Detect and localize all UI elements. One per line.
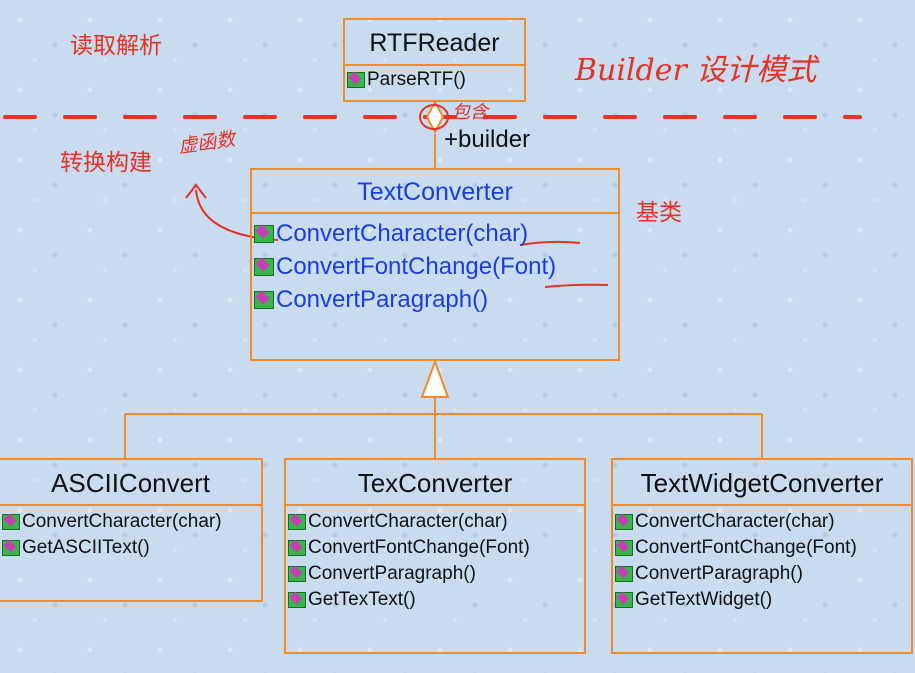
class-tex-converter: TexConverter ConvertCharacter(char) Conv… [284,458,586,654]
operation: GetASCIIText() [2,535,259,561]
operation: ConvertCharacter(char) [2,509,259,535]
operation: ConvertParagraph() [615,561,909,587]
annotation-base-class: 基类 [636,199,682,225]
association-label: +builder [444,126,531,153]
method-icon [288,514,306,530]
method-icon [254,257,274,276]
method-icon [615,566,633,582]
method-icon [288,592,306,608]
operation: ConvertFontChange(Font) [615,535,909,561]
class-name: RTFReader [345,20,524,66]
class-name: ASCIIConvert [0,460,261,506]
aggregation-diamond [425,99,445,135]
class-ascii-convert: ASCIIConvert ConvertCharacter(char) GetA… [0,458,263,602]
method-icon [288,540,306,556]
operation: ConvertCharacter(char) [615,509,909,535]
class-text-widget-converter: TextWidgetConverter ConvertCharacter(cha… [611,458,913,654]
method-icon [288,566,306,582]
annotation-convert-build: 转换构建 [60,149,152,175]
class-text-converter: TextConverter ConvertCharacter(char) Con… [250,168,620,361]
operation: GetTexText() [288,587,582,613]
operation: ConvertCharacter(char) [288,509,582,535]
class-rtf-reader: RTFReader ParseRTF() [343,18,526,102]
operation: ConvertFontChange(Font) [288,535,582,561]
method-icon [2,514,20,530]
annotation-read-parse: 读取解析 [70,32,162,58]
method-icon [615,592,633,608]
operation: ConvertParagraph() [288,561,582,587]
class-name: TexConverter [286,460,584,506]
operation: ConvertParagraph() [254,283,616,316]
operation: ParseRTF() [347,69,522,91]
method-icon [254,290,274,309]
method-icon [2,540,20,556]
class-name: TextConverter [252,170,618,214]
method-icon [615,514,633,530]
method-icon [254,224,274,243]
annotation-contains: 包含 [452,102,488,123]
underline-font [544,283,609,288]
curved-arrow-head [185,183,207,199]
circle-mark [419,104,449,130]
inheritance-arrowhead [420,359,450,398]
underline-char [519,240,581,246]
operation: ConvertCharacter(char) [254,217,616,250]
method-icon [615,540,633,556]
class-name: TextWidgetConverter [613,460,911,506]
method-icon [347,72,365,88]
operation: GetTextWidget() [615,587,909,613]
annotation-builder-pattern: Builder 设计模式 [575,53,817,88]
operation: ConvertFontChange(Font) [254,250,616,283]
